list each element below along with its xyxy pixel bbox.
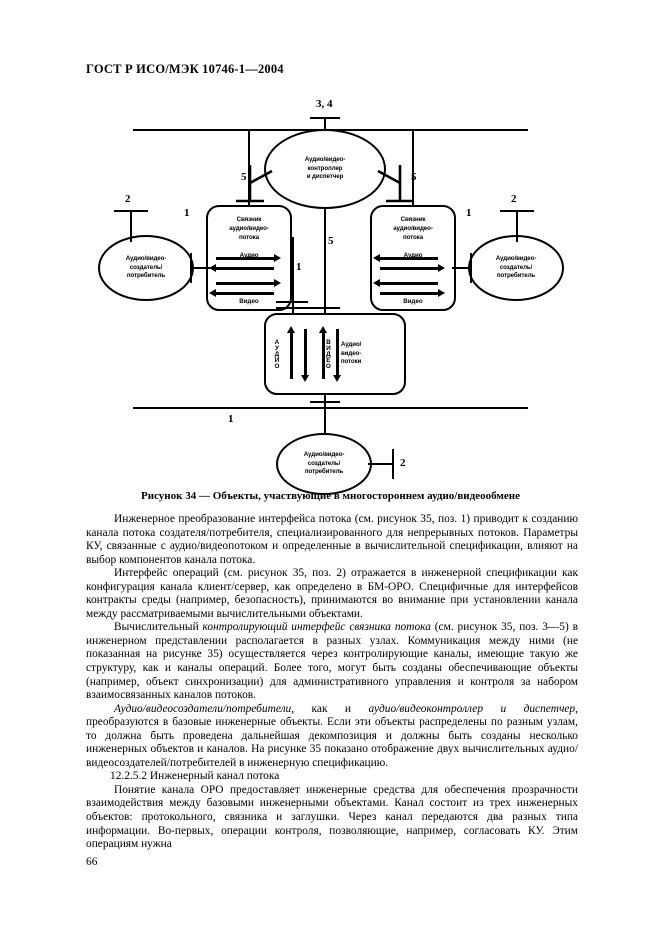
top-bus-stub xyxy=(324,117,327,131)
stream-box-line2: видео- xyxy=(340,349,362,357)
stream-box-line3: потоки xyxy=(340,358,362,366)
figure-number-1-bottom: 1 xyxy=(228,413,234,425)
binder-right-arrow-a2 xyxy=(380,264,445,273)
stream-audio-vertical-label: АУДИО xyxy=(273,339,281,369)
figure-number-5-left: 5 xyxy=(241,171,247,183)
binder-right-audio-label: Аудио xyxy=(403,251,423,259)
node-av-controller-line3: и диспетчер xyxy=(306,173,344,181)
stream-box-line1: Аудио/ xyxy=(340,340,362,348)
paragraph-3-part-b: (см. рисунок 35, поз. 3—5) в инженерном … xyxy=(86,621,578,702)
node-binder-right-line3: потока xyxy=(402,233,424,241)
center-trunk-1-tick-a xyxy=(276,301,308,304)
binder-right-video-label: Видео xyxy=(403,298,423,305)
standard-header: ГОСТ Р ИСО/МЭК 10746-1—2004 xyxy=(86,62,284,76)
binder-left-arrow-a2 xyxy=(209,264,274,273)
node-av-controller: Аудио/видео- контроллер и диспетчер xyxy=(264,129,386,209)
node-producer-right: Аудио/видео- создатель/ потребитель xyxy=(468,235,564,301)
center-trunk-5 xyxy=(324,209,327,313)
figure-number-5-center: 5 xyxy=(328,235,334,247)
node-binder-left-line3: потока xyxy=(238,233,260,241)
node-producer-right-line3: потребитель xyxy=(496,272,536,280)
node-binder-right-line1: Связник xyxy=(400,216,426,223)
binder-left-audio-label: Аудио xyxy=(239,251,259,259)
binder-right-arrow-v2 xyxy=(380,289,445,298)
figure-number-1-center: 1 xyxy=(296,261,302,273)
binder-left-video-label: Видео xyxy=(239,298,259,305)
figure-number-1-right: 1 xyxy=(466,207,472,219)
page-number: 66 xyxy=(86,856,98,868)
center-trunk-5-tick xyxy=(308,307,340,310)
binder-left-arrow-v1 xyxy=(216,279,281,288)
node-producer-bottom-line1: Аудио/видео- xyxy=(303,450,345,458)
producer-right-top-cap xyxy=(500,210,534,213)
node-producer-left: Аудио/видео- создатель/ потребитель xyxy=(98,235,194,301)
paragraph-4-part-a: , как и xyxy=(291,702,369,715)
body-text: Инженерное преобразование интерфейса пот… xyxy=(86,513,578,852)
paragraph-4: Аудио/видеосоздатели/потребители, как и … xyxy=(86,703,578,771)
producer-left-right-stem xyxy=(190,267,210,270)
paragraph-3-part-a: Вычислительный xyxy=(114,621,203,634)
figure-number-1-left: 1 xyxy=(184,207,190,219)
stream-arrow-up-2 xyxy=(319,326,328,379)
producer-bottom-right-cap xyxy=(392,449,395,479)
figure-34: 3, 4 Аудио/видео- контроллер и диспетчер… xyxy=(78,95,583,495)
paragraph-5: Понятие канала ОРО предоставляет инженер… xyxy=(86,783,578,851)
center-trunk-1 xyxy=(292,237,295,313)
node-producer-bottom: Аудио/видео- создатель/ потребитель xyxy=(276,433,372,495)
producer-right-left-stem xyxy=(452,267,472,270)
node-av-controller-line2: контроллер xyxy=(307,164,343,172)
figure-number-2-right: 2 xyxy=(511,193,517,205)
producer-right-left-cap xyxy=(470,253,473,283)
binder-right-arrow-v1 xyxy=(373,279,438,288)
paragraph-4-part-b: , преобразуются в базовые инженерные объ… xyxy=(86,702,578,769)
stream-video-vertical-label: ВИДЕО xyxy=(324,339,332,369)
binder-left-stem xyxy=(248,129,251,207)
bottom-bus-cap xyxy=(310,401,340,404)
stream-arrow-up-1 xyxy=(287,326,296,379)
node-producer-bottom-line3: потребитель xyxy=(304,468,344,476)
figure-number-2-bottom: 2 xyxy=(400,457,406,469)
producer-bottom-stem xyxy=(324,407,327,435)
producer-bottom-right-stem xyxy=(368,463,394,466)
paragraph-4-italic-2: аудио/видеоконтроллер и диспетчер xyxy=(368,702,576,715)
node-producer-left-line1: Аудио/видео- xyxy=(125,254,167,262)
paragraph-4-italic-1: Аудио/видеосоздатели/потребители xyxy=(114,702,292,715)
stream-arrow-down-1 xyxy=(301,329,310,382)
figure-number-3-4: 3, 4 xyxy=(316,98,333,110)
node-stream-box: АУДИО ВИДЕО Аудио/ видео- потоки xyxy=(264,313,406,395)
figure-number-2-left: 2 xyxy=(125,193,131,205)
figure-caption: Рисунок 34 — Объекты, участвующие в мног… xyxy=(141,490,520,502)
node-binder-left-line2: аудио/видео- xyxy=(229,224,269,232)
paragraph-3-italic: контролирующий интерфейс связника потока xyxy=(202,621,431,634)
node-producer-right-line2: создатель/ xyxy=(499,263,533,271)
producer-left-top-stem xyxy=(130,210,133,242)
center-trunk-1-tick-b xyxy=(276,307,308,310)
node-producer-left-line3: потребитель xyxy=(126,272,166,280)
bottom-bus-line xyxy=(133,407,528,410)
stream-arrow-down-2 xyxy=(333,329,342,382)
producer-left-right-cap xyxy=(190,253,193,283)
node-producer-bottom-line2: создатель/ xyxy=(307,459,341,467)
producer-right-top-stem xyxy=(516,210,519,242)
paragraph-2: Интерфейс операций (см. рисунок 35, поз.… xyxy=(86,567,578,620)
node-av-controller-line1: Аудио/видео- xyxy=(304,155,346,163)
binder-right-stem xyxy=(412,129,415,207)
node-binder-left-line1: Связник xyxy=(236,216,262,223)
paragraph-3: Вычислительный контролирующий интерфейс … xyxy=(86,621,578,702)
binder-right-arrow-a1 xyxy=(373,254,438,263)
node-producer-left-line2: создатель/ xyxy=(129,263,163,271)
producer-left-top-cap xyxy=(114,210,148,213)
section-heading: 12.2.5.2 Инженерный канал потока xyxy=(110,770,280,783)
paragraph-1: Инженерное преобразование интерфейса пот… xyxy=(86,513,578,566)
controller-right-link xyxy=(377,165,414,203)
node-producer-right-line1: Аудио/видео- xyxy=(495,254,537,262)
node-binder-right-line2: аудио/видео- xyxy=(393,224,433,232)
binder-left-arrow-a1 xyxy=(216,254,281,263)
top-bus-cap xyxy=(310,117,340,120)
binder-left-arrow-v2 xyxy=(209,289,274,298)
